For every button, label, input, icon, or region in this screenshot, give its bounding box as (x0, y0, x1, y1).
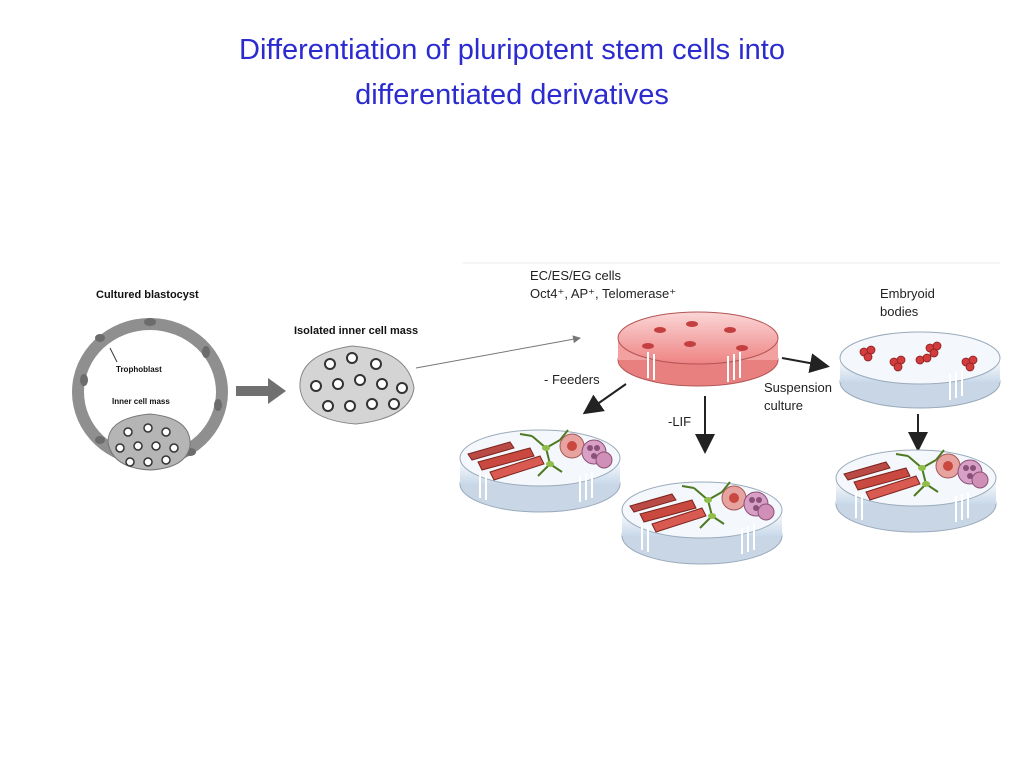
slide-title-line2: differentiated derivatives (355, 79, 669, 111)
icm-to-dish-arrow (415, 335, 581, 369)
cells-label: EC/ES/EG cells (530, 268, 622, 283)
isolated-icm-label: Isolated inner cell mass (294, 325, 418, 337)
inner-cell-mass (107, 413, 191, 471)
inner-cell-mass-label: Inner cell mass (112, 397, 170, 406)
suspension-label-line2: culture (764, 398, 803, 413)
trophoblast-pointer (109, 347, 118, 363)
derivatives-dish-feeders (459, 429, 621, 513)
feeders-label: - Feeders (544, 372, 600, 387)
suspension-arrow (781, 353, 830, 373)
slide-title: Differentiation of pluripotent stem cell… (0, 28, 1024, 118)
stem-cell-dish: EC/ES/EG cells Oct4⁺, AP⁺, Telomerase⁺ (530, 268, 779, 387)
blastocyst-title: Cultured blastocyst (96, 289, 199, 301)
derivatives-dish-embryoid (835, 449, 997, 533)
embryoid-label-line1: Embryoid (880, 286, 935, 301)
embryoid-bodies-dish: Embryoid bodies (839, 286, 1001, 409)
feeders-arrow (582, 383, 627, 415)
trophoblast-label: Trophoblast (116, 365, 162, 374)
isolated-inner-cell-mass: Isolated inner cell mass (294, 325, 418, 425)
lif-label: -LIF (668, 414, 691, 429)
blastocyst-to-icm-arrow (236, 378, 286, 404)
suspension-label-line1: Suspension (764, 380, 832, 395)
markers-label: Oct4⁺, AP⁺, Telomerase⁺ (530, 286, 676, 301)
derivatives-dish-lif (621, 481, 783, 565)
embryoid-label-line2: bodies (880, 304, 919, 319)
slide-title-line1: Differentiation of pluripotent stem cell… (239, 34, 785, 66)
blastocyst: Cultured blastocyst Trophoblast Inner ce… (72, 289, 228, 471)
